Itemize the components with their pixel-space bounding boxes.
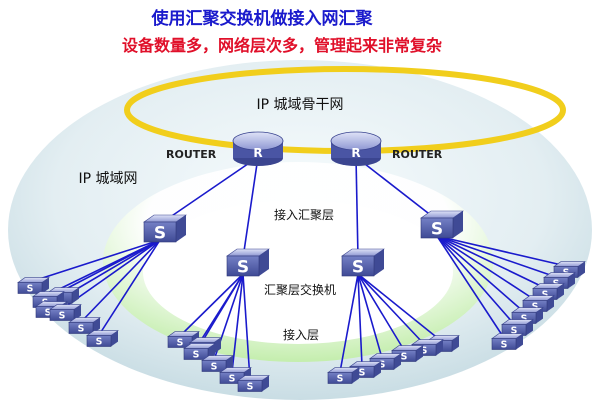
link-r1-agg1 [159,156,259,225]
svg-text:S: S [96,337,103,348]
access-agg-layer-label: 接入汇聚层 [274,207,334,222]
access-switch-4-3: S [511,307,544,325]
access-switch-1-1: S [17,277,50,295]
access-switch-1-3: S [49,304,82,322]
svg-text:S: S [229,374,236,385]
access-switch-3-5: S [411,339,444,357]
access-switch-3-4: S [391,345,424,363]
metro-label: IP 城域网 [78,171,137,187]
svg-text:S: S [247,382,254,393]
svg-text:S: S [59,311,66,322]
link-agg3-acc4 [357,273,405,351]
access-switch-3-1: S [327,367,360,385]
access-switch-4-4: S [522,295,555,313]
svg-text:S: S [431,219,443,239]
svg-text:S: S [177,338,184,349]
agg-switch-label: 汇聚层交换机 [264,282,336,297]
devices: SSSSSSSSSSSSSSSSSSSSSSSSSSSSSSRR [17,131,586,393]
access-switch-3-2: S [349,361,382,379]
access-switch-4-5: S [532,283,565,301]
access-switch-1-4: S [68,317,101,335]
subtitle: 设备数量多，网络层次多，管理起来非常复杂 [122,36,442,55]
svg-text:S: S [532,302,539,313]
title: 使用汇聚交换机做接入网汇聚 [151,8,374,29]
link-agg2-acc4 [231,273,244,373]
link-agg4-acc5 [436,235,546,289]
link-agg4-acc4 [436,235,536,301]
link-agg2-acc5 [242,273,251,381]
link-agg4-acc7 [436,235,567,267]
link-agg3-acc5 [357,273,425,345]
agg-switch-4: S [420,210,464,239]
svg-text:S: S [193,350,200,361]
svg-text:S: S [337,374,344,385]
agg-switch-3: S [341,248,385,277]
svg-text:S: S [359,368,366,379]
link-agg1-acc4 [80,239,161,323]
agg-switch-2: S [226,248,270,277]
agg-switch-1: S [143,214,187,243]
link-agg3-acc1 [339,273,359,373]
backbone-label: IP 城域骨干网 [256,97,343,113]
link-r2-agg4 [355,156,438,221]
access-switch-4-1: S [491,333,524,351]
svg-text:S: S [401,352,408,363]
link-r2-agg3 [355,156,359,259]
svg-text:S: S [237,257,249,277]
svg-text:S: S [154,223,166,243]
link-agg4-acc3 [436,235,525,313]
access-switch-1-5: S [86,330,119,348]
link-agg1-acc5 [98,239,161,336]
link-agg1-acc1 [29,239,161,283]
link-agg1-acc6 [59,239,161,293]
svg-text:S: S [211,362,218,373]
svg-text:S: S [542,290,549,301]
svg-text:R: R [351,146,360,160]
svg-text:R: R [253,146,262,160]
link-agg4-acc6 [436,235,557,278]
router-right-label: ROUTER [392,148,443,161]
svg-text:S: S [511,326,518,337]
svg-text:S: S [78,324,85,335]
svg-text:S: S [352,257,364,277]
svg-text:S: S [45,308,52,319]
link-agg3-acc2 [357,273,363,367]
link-agg3-acc6 [357,273,441,341]
links [29,156,567,381]
access-switch-2-5: S [237,375,270,393]
router-left-label: ROUTER [166,148,217,161]
link-agg4-acc1 [436,235,505,339]
access-switch-3-3: S [369,353,402,371]
svg-text:S: S [521,314,528,325]
access-layer-label: 接入层 [283,327,319,342]
svg-text:S: S [379,360,386,371]
link-agg3-acc3 [357,273,383,359]
link-agg2-acc1 [179,273,244,337]
router-right: R [330,131,382,166]
svg-text:S: S [27,284,34,295]
access-switch-4-2: S [501,319,534,337]
svg-text:S: S [501,340,508,351]
svg-text:S: S [421,346,428,357]
link-agg2-acc6 [201,273,244,343]
link-r1-agg2 [242,156,259,259]
router-left: R [232,131,284,166]
link-agg4-acc2 [436,235,515,325]
